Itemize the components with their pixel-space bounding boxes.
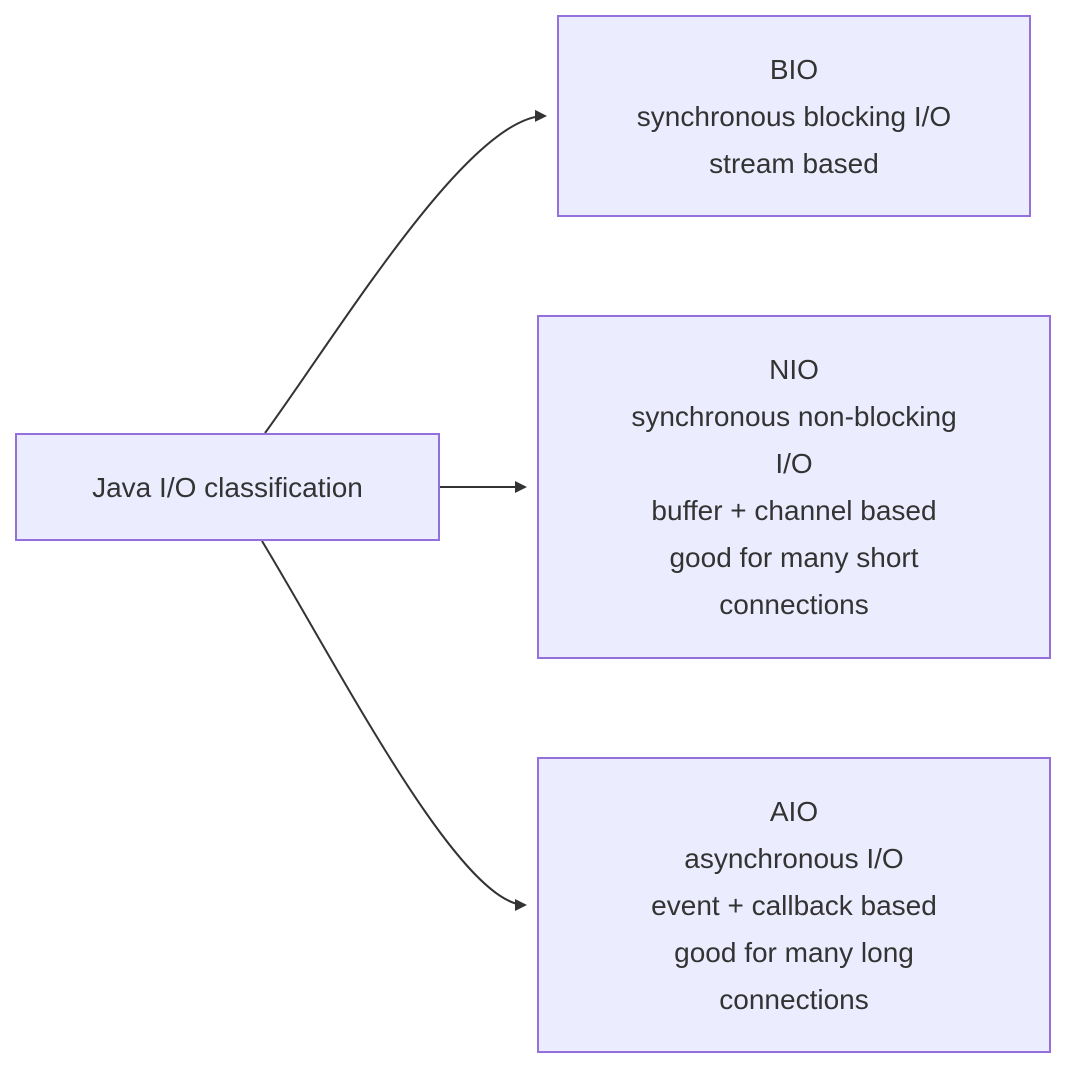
nio-node: NIO synchronous non-blocking I/O buffer …: [537, 315, 1051, 659]
nio-title: NIO: [769, 354, 819, 385]
bio-title: BIO: [769, 53, 819, 85]
aio-use-case-line-1: good for many long: [674, 936, 914, 968]
nio-description-line-2: I/O: [775, 448, 813, 479]
bio-node: BIO synchronous blocking I/O stream base…: [557, 15, 1031, 217]
aio-description: asynchronous I/O: [684, 842, 904, 874]
aio-node: AIO asynchronous I/O event + callback ba…: [537, 757, 1051, 1053]
nio-use-case-line-1: good for many short: [669, 542, 919, 573]
root-node: Java I/O classification: [15, 433, 440, 541]
root-node-label: Java I/O classification: [92, 471, 363, 503]
aio-basis: event + callback based: [651, 889, 937, 921]
edge-root-to-aio: [261, 540, 527, 911]
nio-basis: buffer + channel based: [651, 495, 937, 526]
nio-description-line-1: synchronous non-blocking: [631, 401, 957, 432]
bio-description: synchronous blocking I/O: [636, 100, 952, 132]
bio-basis: stream based: [709, 147, 879, 179]
aio-use-case-line-2: connections: [719, 983, 869, 1015]
edge-root-to-bio: [264, 109, 547, 434]
aio-title: AIO: [769, 795, 819, 827]
nio-use-case-line-2: connections: [719, 589, 869, 620]
